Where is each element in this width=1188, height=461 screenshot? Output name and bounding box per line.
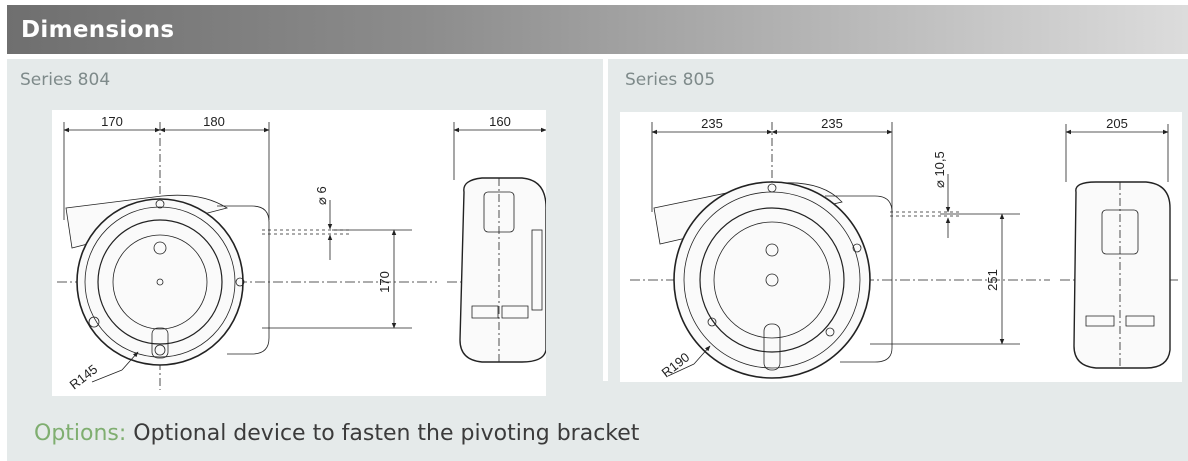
dim-diameter: ⌀ 10,5 [932,151,947,188]
section-title: Dimensions [21,17,175,43]
dim-width-left: 235 [701,116,723,131]
section-header: Dimensions [7,5,1188,54]
series-805-drawing: 235 235 205 ⌀ 10,5 251 R190 [620,112,1182,382]
dim-width-right: 180 [203,114,225,129]
reel-mount-bracket [825,195,893,363]
series-804-svg: 170 180 160 ⌀ 6 170 R145 [57,114,546,392]
dim-radius: R190 [659,349,693,380]
options-text: Optional device to fasten the pivoting b… [133,421,640,446]
radius-leader [91,369,123,383]
panel-divider [603,59,608,381]
reel-mount-bracket [217,205,270,355]
reel-outer-circle [76,198,244,366]
reel-side-view [1073,181,1171,369]
dim-height: 251 [985,269,1000,291]
options-label: Options: [34,421,127,446]
dim-depth: 160 [489,114,511,129]
dim-diameter: ⌀ 6 [314,186,329,205]
series-804-label: Series 804 [20,70,111,90]
reel-side-view [459,177,546,363]
radius-leader [667,363,695,377]
series-805-label: Series 805 [625,70,716,90]
dim-radius: R145 [67,361,101,392]
dim-height: 170 [377,271,392,293]
options-line: Options: Optional device to fasten the p… [34,421,639,446]
series-805-svg: 235 235 205 ⌀ 10,5 251 R190 [630,116,1180,380]
dim-depth: 205 [1106,116,1128,131]
dim-width-left: 170 [101,114,123,129]
reel-outer-circle [673,181,871,379]
series-804-drawing: 170 180 160 ⌀ 6 170 R145 [52,110,546,396]
dim-width-right: 235 [821,116,843,131]
